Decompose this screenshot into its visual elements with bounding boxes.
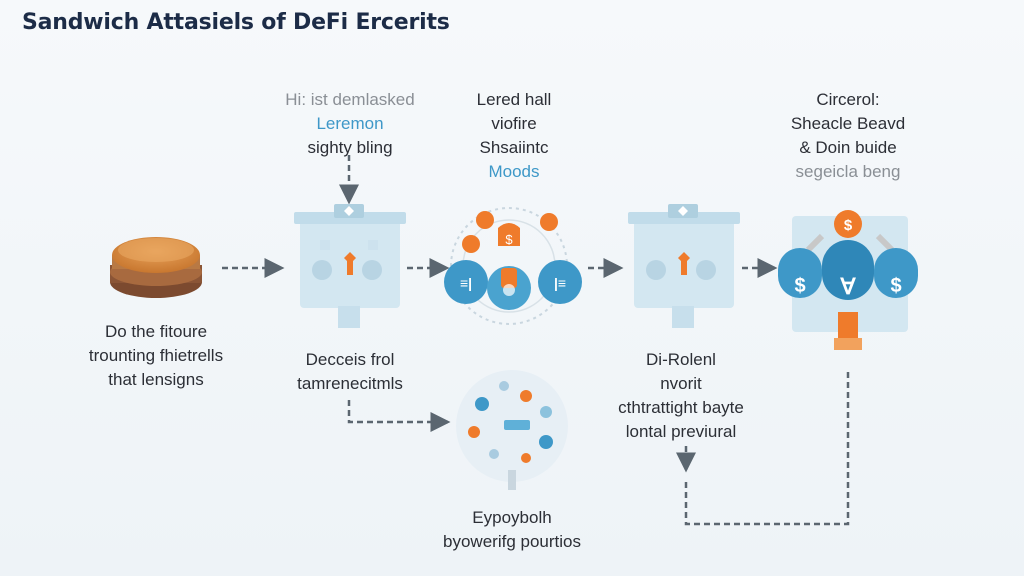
diamond-icon — [344, 206, 354, 216]
label-left: Do the fitoure trounting fhietrells that… — [58, 320, 254, 392]
network-tree — [456, 370, 568, 490]
label-line: Moods — [488, 162, 540, 181]
lock-icon — [501, 268, 517, 288]
label-line: viofire — [491, 114, 537, 133]
diamond-icon — [678, 206, 688, 216]
right-vault-panel: $ $ ∀ $ — [778, 210, 918, 350]
label-line: Leremon — [316, 114, 384, 133]
label-line: byowerifg pourtios — [443, 532, 581, 551]
label-mid-left: Decceis frol tamrenecitmls — [276, 348, 424, 396]
label-line: Do the fitoure — [104, 322, 208, 341]
label-line: lontal previural — [625, 422, 737, 441]
label-line: tamrenecitmls — [297, 374, 403, 393]
label-line: & Doin buide — [799, 138, 897, 157]
tablet-panel-1 — [294, 204, 406, 328]
coin-icon — [540, 213, 558, 231]
label-bottom: Eypoybolh byowerifg pourtios — [412, 506, 612, 554]
page-title: Sandwich Attasiels of DeFi Ercerits — [22, 10, 450, 35]
coin-icon — [476, 211, 494, 229]
coin-icon — [834, 210, 862, 238]
lock-icon: ∀ — [839, 274, 856, 299]
label-line: Hi: ist demlasked — [285, 90, 415, 109]
return-connector — [684, 372, 850, 526]
sandwich-icon — [110, 237, 202, 298]
label-line: Circerol: — [816, 90, 880, 109]
label-line: Di-Rolenl — [646, 350, 716, 369]
center-cluster: $ ≡| |≡ — [444, 207, 582, 325]
arrow-down-to-tree — [347, 400, 451, 432]
label-top-right: Circerol: Sheacle Beavd & Doin buide seg… — [764, 88, 932, 184]
dollar-icon: $ — [794, 275, 805, 297]
label-line: Lered hall — [476, 90, 552, 109]
robot-icon — [344, 252, 356, 275]
label-line: that lensigns — [108, 370, 204, 389]
svg-text:$: $ — [844, 217, 853, 234]
label-line: cthtrattight bayte — [618, 398, 744, 417]
label-line: Eypoybolh — [472, 508, 552, 527]
label-line: Sheacle Beavd — [790, 114, 906, 133]
label-line: segeicla beng — [795, 162, 901, 181]
label-top-left: Hi: ist demlasked Leremon sighty bling — [260, 88, 440, 160]
dollar-icon: $ — [890, 275, 901, 297]
label-line: trounting fhietrells — [88, 346, 224, 365]
bars-icon: |≡ — [554, 275, 566, 291]
bars-icon: ≡| — [460, 275, 472, 291]
robot-icon — [678, 252, 690, 275]
label-line: sighty bling — [307, 138, 393, 157]
tablet-panel-2 — [628, 204, 740, 328]
label-line: nvorit — [660, 374, 702, 393]
label-mid-right: Di-Rolenl nvorit cthtrattight bayte lont… — [596, 348, 766, 444]
dollar-icon: $ — [505, 232, 513, 247]
label-top-center: Lered hall viofire Shsaiintc Moods — [444, 88, 584, 184]
label-line: Shsaiintc — [479, 138, 549, 157]
label-line: Decceis frol — [305, 350, 395, 369]
coin-icon — [462, 235, 480, 253]
